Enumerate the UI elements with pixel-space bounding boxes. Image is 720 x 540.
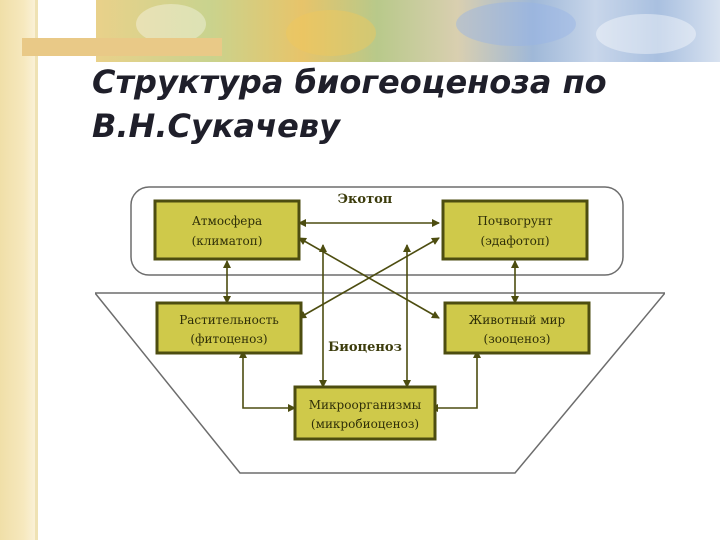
- left-decor-strip: [0, 0, 38, 540]
- node-plants: Растительность (фитоценоз): [155, 301, 303, 355]
- atmosphere-subtitle: (климатоп): [192, 234, 263, 248]
- animals-title: Животный мир: [469, 313, 566, 327]
- plants-subtitle: (фитоценоз): [190, 332, 267, 346]
- microbes-title: Микроорганизмы: [309, 398, 422, 412]
- arrow-animals-microbes: [430, 350, 481, 412]
- animals-subtitle: (зооценоз): [484, 332, 551, 346]
- biogeocenosis-diagram: Экотоп Биоценоз Атмосфера (климатоп) Поч…: [95, 183, 665, 483]
- plants-title: Растительность: [179, 313, 279, 327]
- ecotope-label: Экотоп: [338, 192, 393, 207]
- microbes-subtitle: (микробиоценоз): [311, 417, 419, 431]
- arrow-plants-microbes: [239, 350, 296, 412]
- title-line-2: В.Н.Сукачеву: [92, 107, 340, 145]
- node-soil: Почвогрунт (эдафотоп): [441, 199, 589, 261]
- slide-title: Структура биогеоценоза по В.Н.Сукачеву: [92, 60, 702, 148]
- header-banner: [96, 0, 720, 62]
- soil-subtitle: (эдафотоп): [480, 234, 549, 248]
- node-animals: Животный мир (зооценоз): [443, 301, 591, 355]
- title-line-1: Структура биогеоценоза по: [92, 63, 607, 101]
- biocenosis-label: Биоценоз: [328, 340, 402, 355]
- atmosphere-title: Атмосфера: [192, 214, 262, 228]
- corner-accent-bar: [22, 38, 222, 56]
- soil-title: Почвогрунт: [477, 214, 553, 228]
- node-microbes: Микроорганизмы (микробиоценоз): [293, 385, 437, 441]
- node-atmosphere: Атмосфера (климатоп): [153, 199, 301, 261]
